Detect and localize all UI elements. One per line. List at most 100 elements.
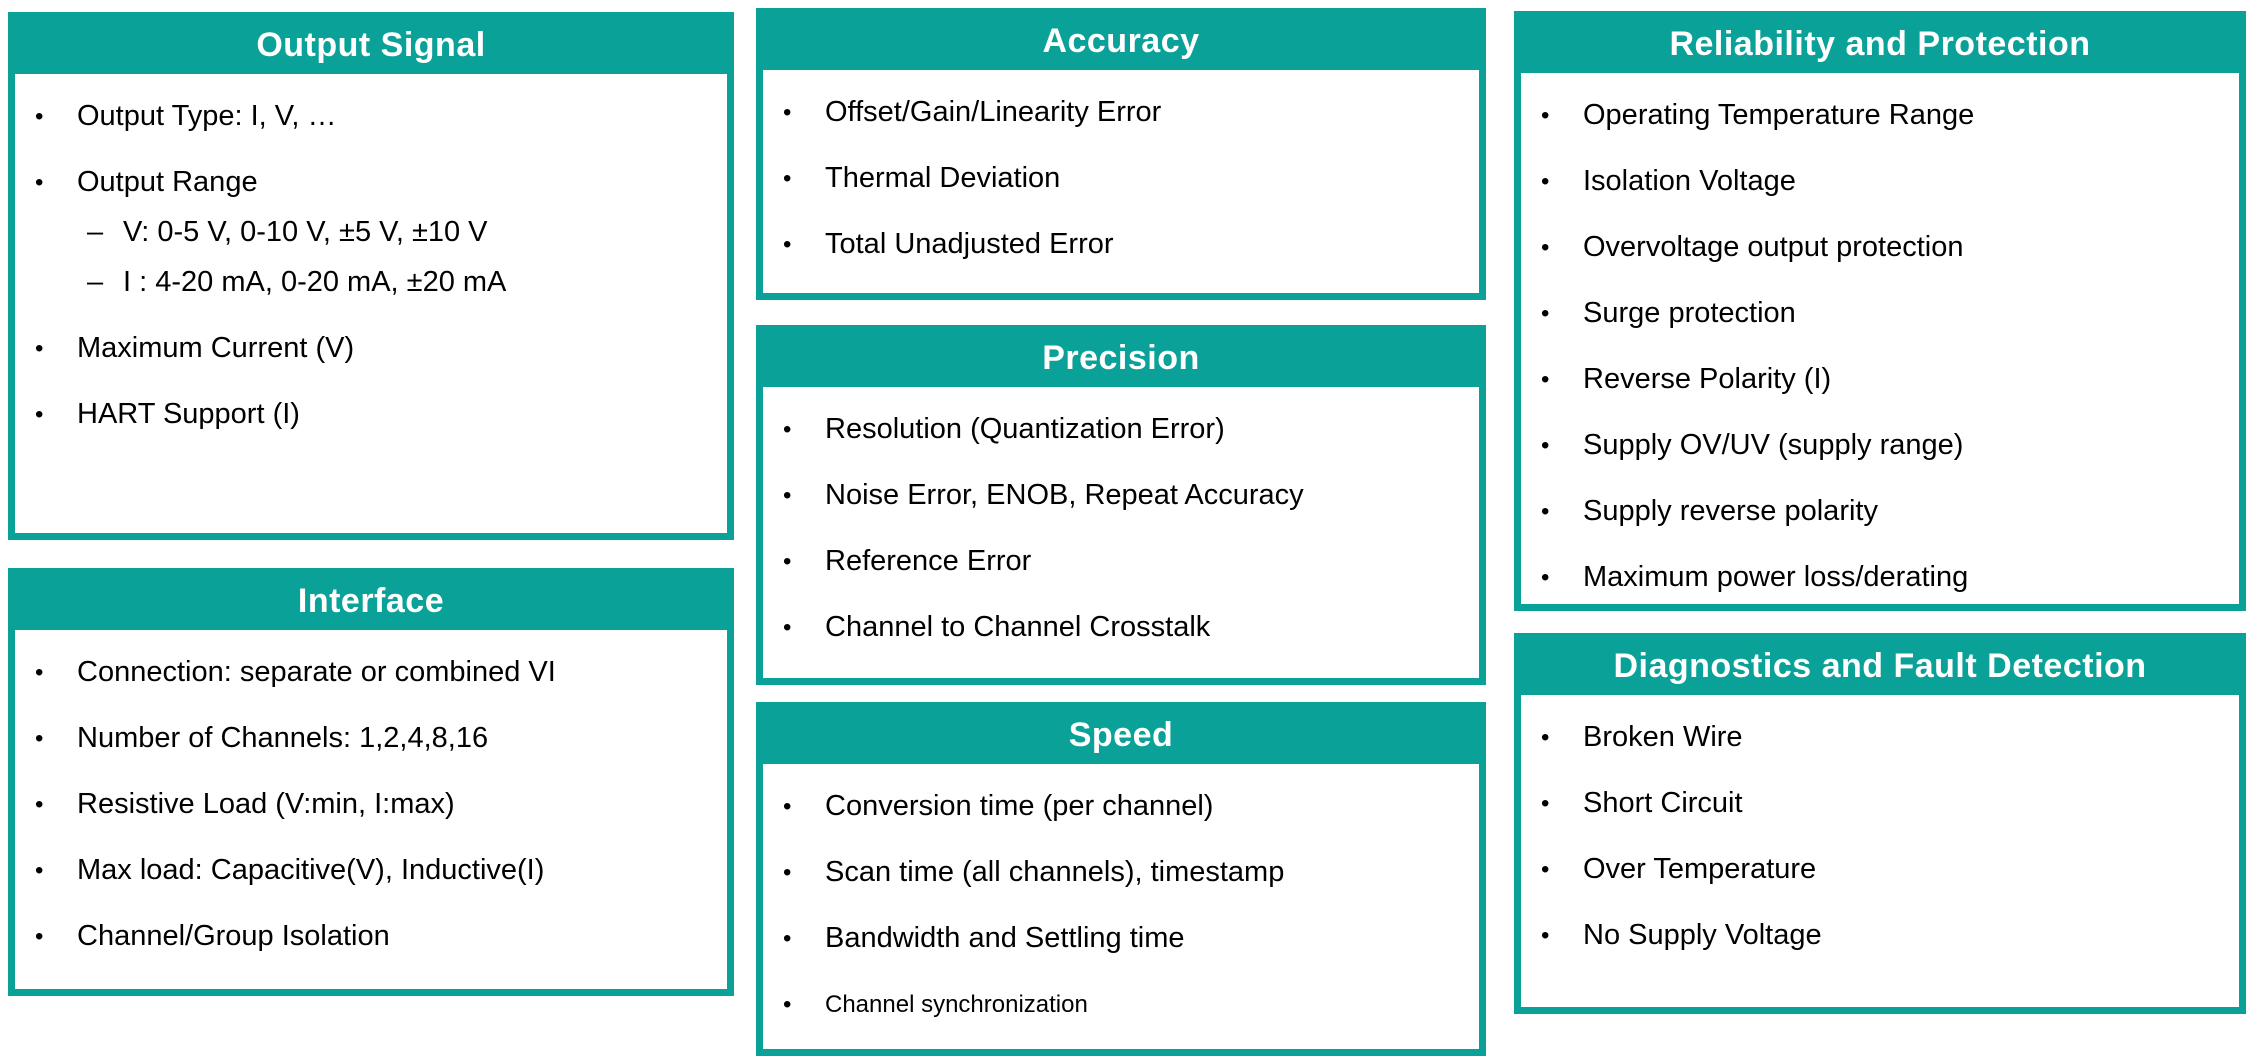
bullet-item: • Over Temperature [1521,851,2239,888]
bullet-list-precision: • Resolution (Quantization Error) • Noise E… [763,411,1479,646]
bullet-marker: • [1541,498,1550,525]
bullet-text: Maximum power loss/derating [1583,561,1969,593]
bullet-marker: • [783,548,792,575]
bullet-marker: • [783,482,792,509]
bullet-text: Broken Wire [1583,721,1743,753]
box-content-precision: • Resolution (Quantization Error) • Noise E… [763,387,1479,678]
bullet-text: Number of Channels: 1,2,4,8,16 [77,722,489,754]
bullet-text: Operating Temperature Range [1583,99,1975,131]
bullet-item: • Channel/Group Isolation [15,918,727,955]
bullet-item: • Reverse Polarity (I) [1521,361,2239,398]
bullet-item: • Offset/Gain/Linearity Error [763,94,1479,131]
bullet-item: • Channel to Channel Crosstalk [763,609,1479,646]
bullet-item: •Output Type: I, V, … [15,98,727,135]
bullet-item: •Surge protection [1521,295,2239,332]
bullet-item: •Scan time (all channels), timestamp [763,854,1479,891]
bullet-item: •Channel synchronization [763,986,1479,1023]
bullet-marker: • [783,416,792,443]
bullet-list-diagnostics-and-fault-detection: •Broken Wire•Short Circuit•Over Temperat… [1521,719,2239,954]
bullet-item: • Reference Error [763,543,1479,580]
bullet-marker: • [783,165,792,192]
dash-marker: – [87,216,104,248]
bullet-item: • Operating Temperature Range [1521,97,2239,134]
bullet-text: No Supply Voltage [1583,919,1822,951]
box-accuracy: Accuracy •Offset/Gain/Linearity Error•Th… [756,8,1486,300]
bullet-text: Noise Error, ENOB, Repeat Accuracy [825,479,1304,511]
bullet-item: •Number of Channels: 1,2,4,8,16 [15,720,727,757]
bullet-text: Total Unadjusted Error [825,228,1114,260]
column-right: Reliability and Protection •Operating Te… [1514,11,2246,1014]
bullet-marker: • [1541,724,1550,751]
box-title-precision: Precision [1042,339,1200,377]
box-content-accuracy: • Offset/Gain/Linearity Error • Thermal Dev… [763,70,1479,293]
bullet-item: •No Supply Voltage [1521,917,2239,954]
bullet-marker: • [1541,300,1550,327]
bullet-text: Over Temperature [1583,853,1817,885]
box-speed: Speed •Conversion time (per channel)•Sca… [756,702,1486,1056]
box-reliability-and-protection: Reliability and Protection •Operating Te… [1514,11,2246,611]
box-content-output-signal: •Output Type: I, V, … •Output Range –V: 0-… [15,74,727,533]
bullet-marker: • [35,923,44,950]
bullet-marker: • [783,793,792,820]
bullet-item: • Maximum power loss/derating [1521,559,2239,596]
bullet-text: Thermal Deviation [825,162,1061,194]
bullet-marker: • [35,791,44,818]
bullet-item: • Conversion time (per channel) [763,788,1479,825]
bullet-item: •Resistive Load (V:min, I:max) [15,786,727,823]
bullet-text: I : 4-20 mA, 0-20 mA, ±20 mA [123,266,507,298]
box-content-reliability-and-protection: • Operating Temperature Range •Isolation V… [1521,73,2239,604]
bullet-item: • Maximum Current (V) [15,330,727,367]
box-output-signal: Output Signal •Output Type: I, V, …•Outp… [8,12,734,540]
bullet-marker: • [783,614,792,641]
bullet-marker: • [35,401,44,428]
bullet-marker: • [1541,168,1550,195]
bullet-marker: • [1541,432,1550,459]
bullet-text: Connection: separate or combined VI [77,656,556,688]
bullet-item: •Isolation Voltage [1521,163,2239,200]
sub-bullet-item: –V: 0-5 V, 0-10 V, ±5 V, ±10 V [15,214,727,251]
bullet-marker: • [1541,856,1550,883]
bullet-list-output-signal: •Output Type: I, V, … •Output Range –V: 0-… [15,98,727,433]
box-title-speed: Speed [1068,716,1174,754]
bullet-marker: • [35,659,44,686]
bullet-marker: • [35,169,44,196]
bullet-text: Overvoltage output protection [1583,231,1964,263]
bullet-text: Channel to Channel Crosstalk [825,611,1211,643]
bullet-item: • Supply OV/UV (supply range) [1521,427,2239,464]
box-diagnostics-and-fault-detection: Diagnostics and Fault Detection •Broken … [1514,633,2246,1014]
bullet-text: Conversion time (per channel) [825,790,1214,822]
bullet-list-speed: •Conversion time (per channel)•Scan time… [763,788,1479,1023]
bullet-marker: • [1541,234,1550,261]
bullet-text: HART Support (I) [77,398,300,430]
bullet-marker: • [1541,102,1550,129]
column-middle: Accuracy •Offset/Gain/Linearity Error•Th… [756,8,1486,1056]
bullet-marker: • [35,335,44,362]
bullet-item: • Thermal Deviation [763,160,1479,197]
bullet-item: • Connection: separate or combined VI [15,654,727,691]
bullet-text: Max load: Capacitive(V), Inductive(I) [77,854,545,886]
bullet-marker: • [1541,366,1550,393]
bullet-text: V: 0-5 V, 0-10 V, ±5 V, ±10 V [123,216,488,248]
bullet-text: Resolution (Quantization Error) [825,413,1225,445]
bullet-item: •Total Unadjusted Error [763,226,1479,263]
bullet-marker: • [1541,564,1550,591]
bullet-text: Reverse Polarity (I) [1583,363,1832,395]
box-content-speed: •Conversion time (per channel)•Scan time… [763,764,1479,1049]
box-interface: Interface • Connection: separate or combi… [8,568,734,996]
bullet-item: •Output Range [15,164,727,201]
bullet-text: Maximum Current (V) [77,332,355,364]
bullet-item: • HART Support (I) [15,396,727,433]
bullet-item: •Max load: Capacitive(V), Inductive(I) [15,852,727,889]
box-title-interface: Interface [297,582,445,620]
bullet-item: • Resolution (Quantization Error) [763,411,1479,448]
bullet-text: Offset/Gain/Linearity Error [825,96,1162,128]
bullet-text: Supply OV/UV (supply range) [1583,429,1964,461]
box-title-output-signal: Output Signal [256,26,486,64]
bullet-text: Reference Error [825,545,1032,577]
bullet-text: Scan time (all channels), timestamp [825,856,1285,888]
bullet-marker: • [783,991,792,1018]
bullet-marker: • [783,99,792,126]
bullet-text: Channel/Group Isolation [77,920,390,952]
bullet-item: •Bandwidth and Settling time [763,920,1479,957]
